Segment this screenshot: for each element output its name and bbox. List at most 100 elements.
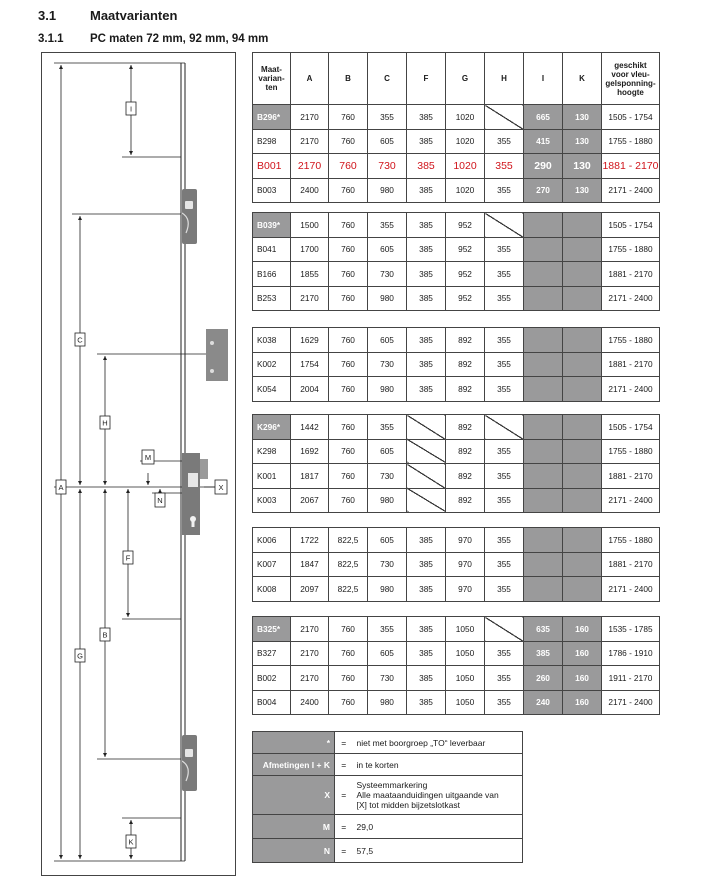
table-cell [523,527,563,553]
table-cell: 1881 - 2170 [601,551,660,577]
table-cell: 1881 - 2170 [601,153,660,179]
table-cell: 160 [562,665,602,691]
legend-key: N [252,838,335,863]
table-cell: 1505 - 1754 [601,414,660,440]
table-cell: 355 [484,327,524,353]
table-cell: 2170 [290,153,329,179]
column-header: B [328,52,368,105]
table-cell: 355 [484,261,524,287]
table-cell: 355 [367,104,407,130]
top-hook-bolt [181,189,197,244]
table-cell: 1050 [445,689,485,715]
table-cell: 730 [367,153,407,179]
legend-text: 57,5 [352,838,523,863]
table-cell: 2170 [290,128,329,154]
table-cell: 1911 - 2170 [601,665,660,691]
table-cell [484,104,524,130]
table-cell: 1505 - 1754 [601,104,660,130]
svg-text:G: G [77,652,83,661]
table-cell: 760 [328,327,368,353]
table-cell: 130 [562,128,602,154]
table-cell: 160 [562,640,602,666]
svg-text:C: C [77,336,83,345]
subsection-title: PC maten 72 mm, 92 mm, 94 mm [90,33,269,45]
table-cell [484,616,524,642]
table-cell: 355 [484,128,524,154]
table-cell: 760 [328,487,368,513]
table-cell [523,261,563,287]
table-cell: 385 [406,640,446,666]
legend-text: Systeemmarkering Alle maataanduidingen u… [352,775,523,815]
table-cell [562,236,602,262]
table-cell [523,351,563,377]
legend-eq: = [334,814,353,839]
variant-code: B003 [252,177,291,203]
variant-code: B039* [252,212,291,238]
svg-text:H: H [102,419,107,428]
table-cell: 1629 [290,327,329,353]
legend-key: M [252,814,335,839]
table-cell: 1754 [290,351,329,377]
table-cell: 892 [445,487,485,513]
variant-code: B166 [252,261,291,287]
table-cell: 1755 - 1880 [601,236,660,262]
table-cell: 970 [445,576,485,602]
legend-key: X [252,775,335,815]
lock-dimension-drawing: I C H M A N X F B G K [41,52,236,876]
table-cell: 822,5 [328,527,368,553]
table-cell: 952 [445,285,485,311]
table-cell: 822,5 [328,551,368,577]
table-cell [562,261,602,287]
table-cell: 2171 - 2400 [601,177,660,203]
table-cell: 1050 [445,616,485,642]
table-cell: 1442 [290,414,329,440]
table-cell: 1020 [445,153,485,179]
legend-eq: = [334,753,353,776]
table-cell: 355 [367,212,407,238]
legend-row: N=57,5 [252,838,523,863]
table-cell: 1700 [290,236,329,262]
bottom-hook-bolt [181,735,197,791]
legend-text: niet met boorgroep „TO“ leverbaar [352,731,523,754]
table-cell: 130 [562,177,602,203]
table-cell: 355 [484,527,524,553]
table-cell [562,351,602,377]
section-number: 3.1 [38,8,57,23]
table-cell: 892 [445,351,485,377]
table-cell: 385 [406,128,446,154]
table-cell: 760 [328,236,368,262]
table-cell: 385 [406,285,446,311]
variant-code: B253 [252,285,291,311]
table-cell: 385 [406,576,446,602]
table-cell: 1020 [445,104,485,130]
column-header: geschikt voor vleu- gelsponning- hoogte [601,52,660,105]
table-cell: 355 [484,236,524,262]
table-cell: 355 [484,153,524,179]
table-cell: 385 [406,177,446,203]
variant-code: B325* [252,616,291,642]
table-cell [523,414,563,440]
table-cell [406,463,446,489]
table-cell: 1755 - 1880 [601,128,660,154]
dim-label-i: I [125,101,137,116]
variant-code: B327 [252,640,291,666]
variant-code: K002 [252,351,291,377]
dim-label-h: H [99,415,111,430]
table-cell: 2097 [290,576,329,602]
table-cell: 665 [523,104,563,130]
table-cell: 2170 [290,104,329,130]
legend-text: 29,0 [352,814,523,839]
table-cell: 1855 [290,261,329,287]
main-lock-case [182,453,208,535]
svg-text:M: M [145,453,151,462]
variant-code: K001 [252,463,291,489]
variant-code: B296* [252,104,291,130]
legend-text: in te korten [352,753,523,776]
section-title: Maatvarianten [90,8,178,23]
